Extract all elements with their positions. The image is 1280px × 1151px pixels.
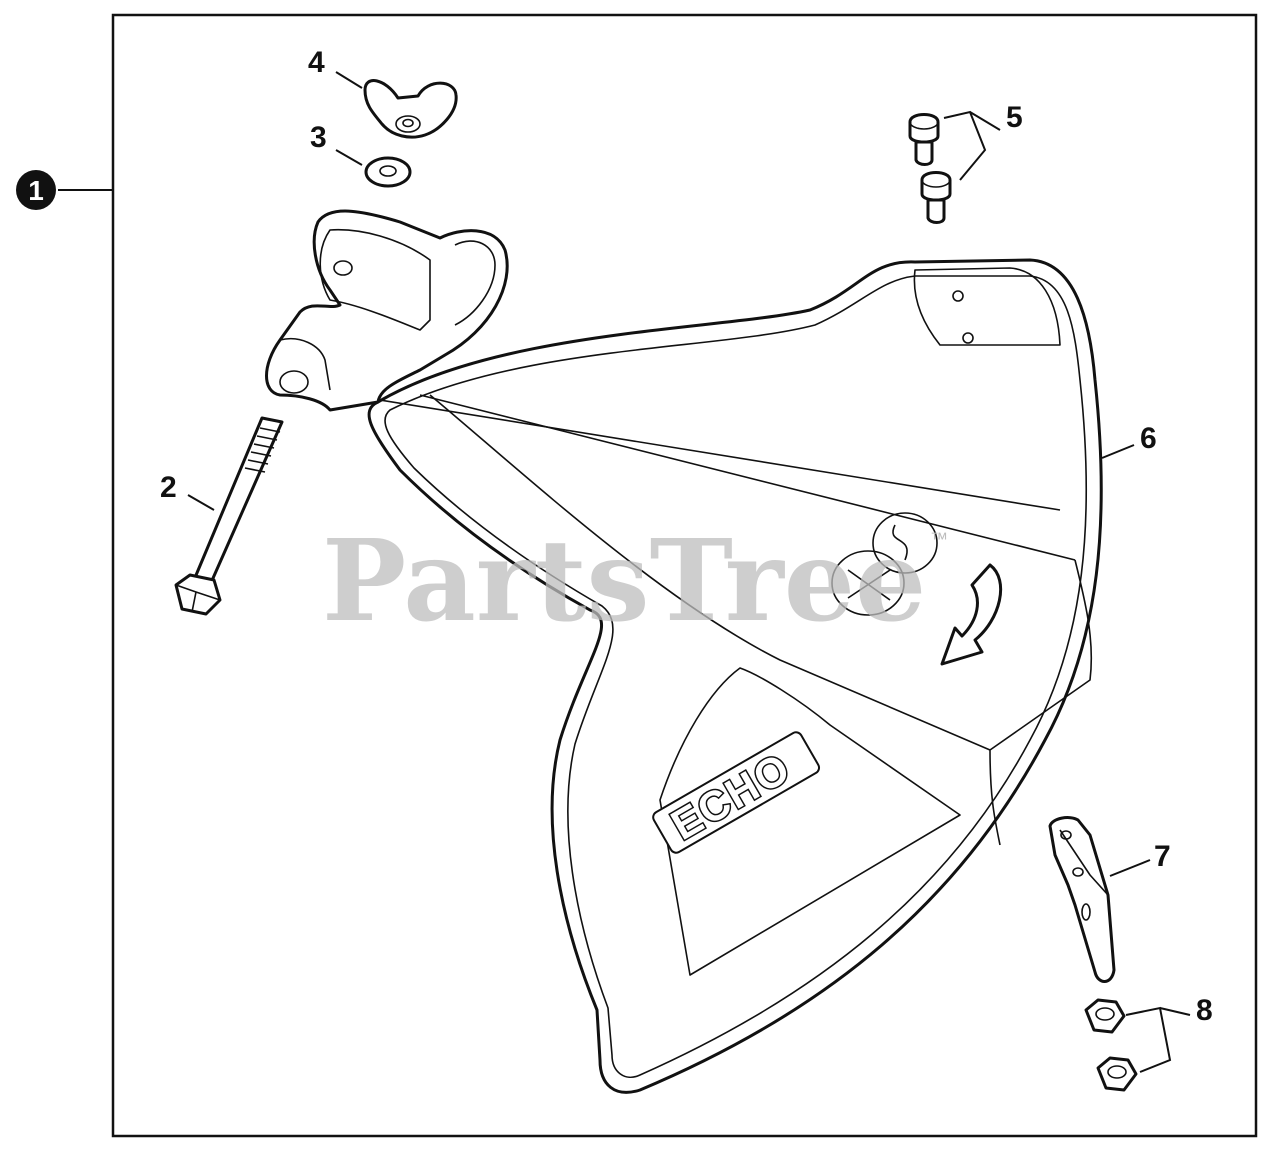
screw-part-top[interactable] bbox=[908, 113, 940, 166]
parts-watermark: PartsTree ™ bbox=[322, 516, 948, 647]
guard-bracket-part[interactable] bbox=[1048, 816, 1116, 983]
watermark-text: PartsTree bbox=[322, 516, 926, 647]
hex-bolt-part[interactable] bbox=[174, 416, 284, 616]
callout-label-4[interactable]: 4 bbox=[308, 46, 325, 79]
guard-shield-part[interactable]: ECHO bbox=[367, 258, 1103, 1094]
callout-label-8[interactable]: 8 bbox=[1196, 994, 1213, 1027]
callout-label-7[interactable]: 7 bbox=[1154, 840, 1171, 873]
diagram-frame bbox=[111, 13, 1258, 1138]
callout-label-2[interactable]: 2 bbox=[160, 471, 177, 504]
callout-label-6[interactable]: 6 bbox=[1140, 422, 1157, 455]
callout-leaders bbox=[187, 71, 1191, 1073]
guard-clamp-bracket bbox=[265, 209, 509, 412]
callout-label-1: 1 bbox=[28, 175, 44, 206]
callout-label-3[interactable]: 3 bbox=[310, 121, 327, 154]
flat-washer-part[interactable] bbox=[364, 156, 412, 188]
wing-nut-part[interactable] bbox=[363, 79, 458, 139]
hex-nut-part-top[interactable] bbox=[1084, 998, 1126, 1034]
watermark-trademark: ™ bbox=[930, 529, 948, 549]
hex-nut-part-bottom[interactable] bbox=[1096, 1056, 1138, 1092]
callout-assembly[interactable]: 1 bbox=[16, 170, 113, 210]
screw-part-bottom[interactable] bbox=[920, 171, 952, 224]
callout-label-5[interactable]: 5 bbox=[1006, 101, 1023, 134]
